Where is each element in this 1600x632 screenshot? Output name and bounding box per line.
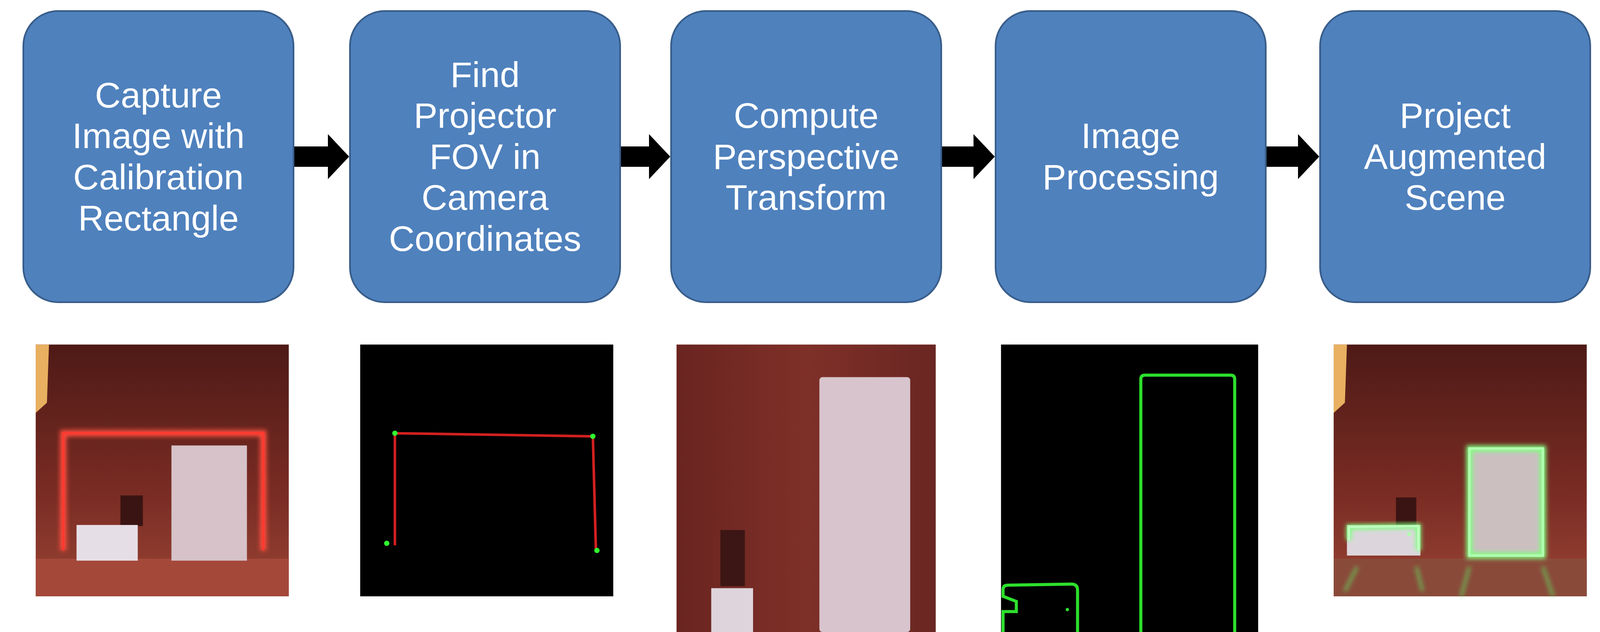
white-board: [1469, 448, 1543, 556]
box-label: Capture Image with Calibration Rectangle: [53, 74, 263, 239]
box-label: Find Projector FOV in Camera Coordinates: [380, 54, 590, 260]
box-label: Compute Perspective Transform: [701, 95, 911, 219]
photo-background: [360, 344, 614, 597]
contour-dot: [1065, 608, 1070, 612]
edge-image: [1001, 344, 1259, 632]
calibration-glow: [63, 433, 264, 551]
projected-outline: [1348, 526, 1419, 551]
text-stack: Capture Image with Calibration Rectangle: [53, 74, 263, 239]
box-label: Image Processing: [1026, 115, 1236, 198]
corner-point: [392, 430, 398, 436]
small-device: [76, 525, 138, 562]
photo-background: [676, 344, 936, 632]
corner-point: [590, 434, 596, 440]
detected-rectangle: [395, 433, 596, 551]
photo-background: [35, 344, 289, 597]
grate: [720, 530, 745, 587]
photo-background: [1333, 344, 1587, 597]
process-box: Find Projector FOV in Camera Coordinates: [349, 10, 621, 304]
lamp-light: [35, 344, 49, 414]
fov-detection: [360, 344, 614, 597]
projected-outline: [1469, 448, 1543, 556]
small-device: [1346, 525, 1421, 556]
photo-background: [1001, 344, 1259, 632]
white-board: [819, 377, 911, 632]
camera-photo: [35, 344, 289, 597]
floor: [35, 558, 289, 597]
text-stack: Compute Perspective Transform: [701, 95, 911, 219]
box-label: Project Augmented Scene: [1350, 95, 1560, 219]
calibration-rectangle: [63, 433, 264, 551]
grate: [120, 495, 143, 527]
projected-glow: [1348, 526, 1419, 551]
white-board: [171, 445, 248, 562]
text-stack: Project Augmented Scene: [1350, 95, 1560, 219]
warped-photo: [676, 344, 936, 632]
floor-reflection: [1344, 567, 1553, 597]
corner-point: [383, 541, 390, 547]
floor: [1333, 558, 1587, 597]
text-stack: Find Projector FOV in Camera Coordinates: [380, 54, 590, 260]
grate: [1396, 497, 1417, 527]
augmented-photo: [1333, 344, 1587, 597]
flow-arrow: [1266, 134, 1320, 180]
projected-dot: [1407, 532, 1412, 537]
lamp-light: [1333, 344, 1347, 414]
process-box: Compute Perspective Transform: [670, 10, 943, 304]
corner-point: [594, 548, 600, 554]
text-stack: Image Processing: [1026, 115, 1236, 198]
flow-arrow: [942, 134, 995, 180]
small-device: [711, 588, 753, 632]
process-box: Capture Image with Calibration Rectangle: [22, 10, 295, 304]
process-box: Project Augmented Scene: [1319, 10, 1592, 304]
projected-glow: [1469, 448, 1543, 556]
flow-arrow: [294, 134, 350, 180]
flow-arrow: [620, 134, 671, 180]
device-contour: [1003, 584, 1078, 632]
board-contour: [1140, 375, 1235, 632]
process-box: Image Processing: [994, 10, 1267, 304]
